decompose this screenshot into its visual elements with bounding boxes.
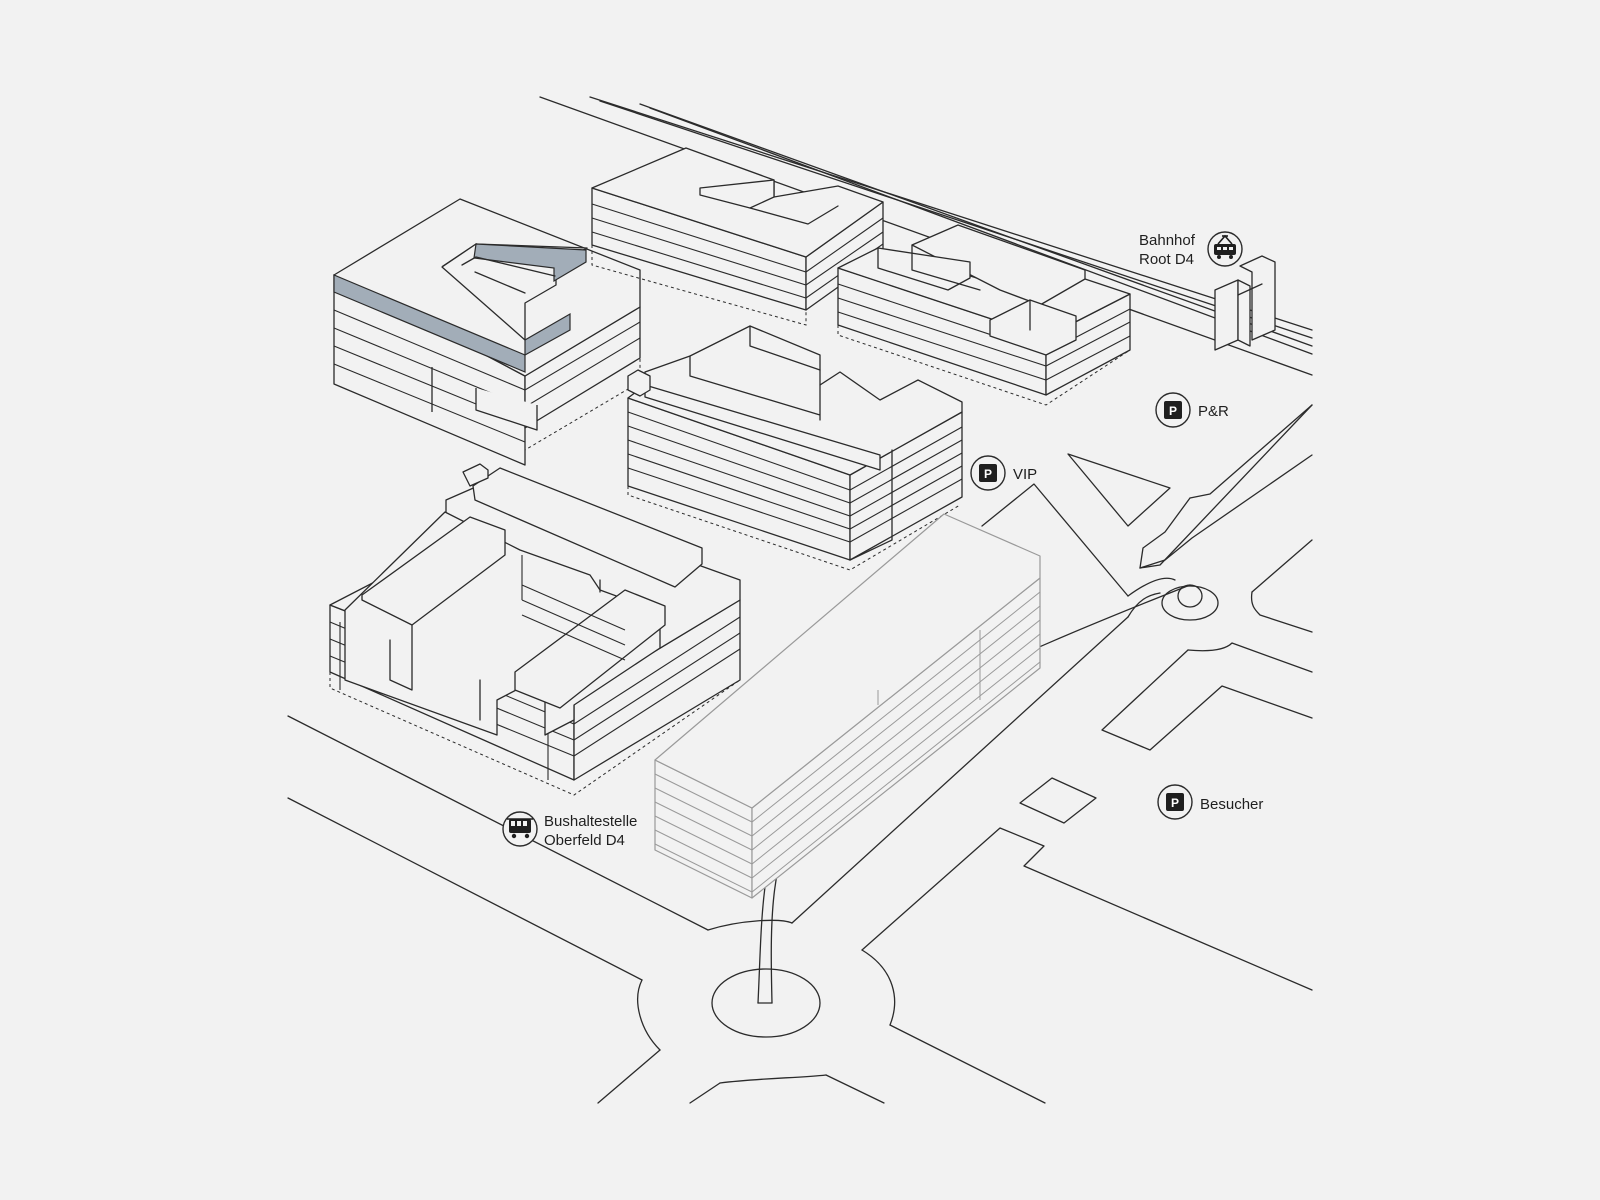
building-planned xyxy=(654,513,1041,899)
bus-stop-code: Oberfeld D4 xyxy=(544,832,625,849)
bus-stop-label[interactable]: Bushaltestelle Oberfeld D4 xyxy=(502,811,637,849)
train-station-name: Bahnhof xyxy=(1139,232,1196,249)
train-station-label[interactable]: Bahnhof Root D4 xyxy=(1139,231,1243,268)
svg-text:P: P xyxy=(1169,404,1177,418)
train-station-code: Root D4 xyxy=(1139,251,1194,268)
visitor-parking-text: Besucher xyxy=(1200,796,1263,813)
railway-tracks xyxy=(539,96,1313,376)
bus-stop-name: Bushaltestelle xyxy=(544,813,637,830)
parking-icon: P xyxy=(970,455,1006,491)
park-and-ride-text: P&R xyxy=(1198,403,1229,420)
svg-text:P: P xyxy=(984,467,992,481)
parking-icon: P xyxy=(1157,784,1193,820)
vip-parking-text: VIP xyxy=(1013,466,1037,483)
svg-text:P: P xyxy=(1171,796,1179,810)
building-c xyxy=(837,224,1131,406)
bus-icon xyxy=(502,811,538,847)
vip-parking-label[interactable]: P VIP xyxy=(970,455,1037,491)
park-and-ride-label[interactable]: P P&R xyxy=(1155,392,1229,428)
building-b xyxy=(591,147,884,326)
building-d xyxy=(627,325,963,571)
parking-icon: P xyxy=(1155,392,1191,428)
building-e xyxy=(329,463,741,796)
visitor-parking-label[interactable]: P Besucher xyxy=(1157,784,1263,820)
train-icon xyxy=(1207,231,1243,267)
building-a xyxy=(333,198,641,466)
road-network xyxy=(287,404,1313,1104)
